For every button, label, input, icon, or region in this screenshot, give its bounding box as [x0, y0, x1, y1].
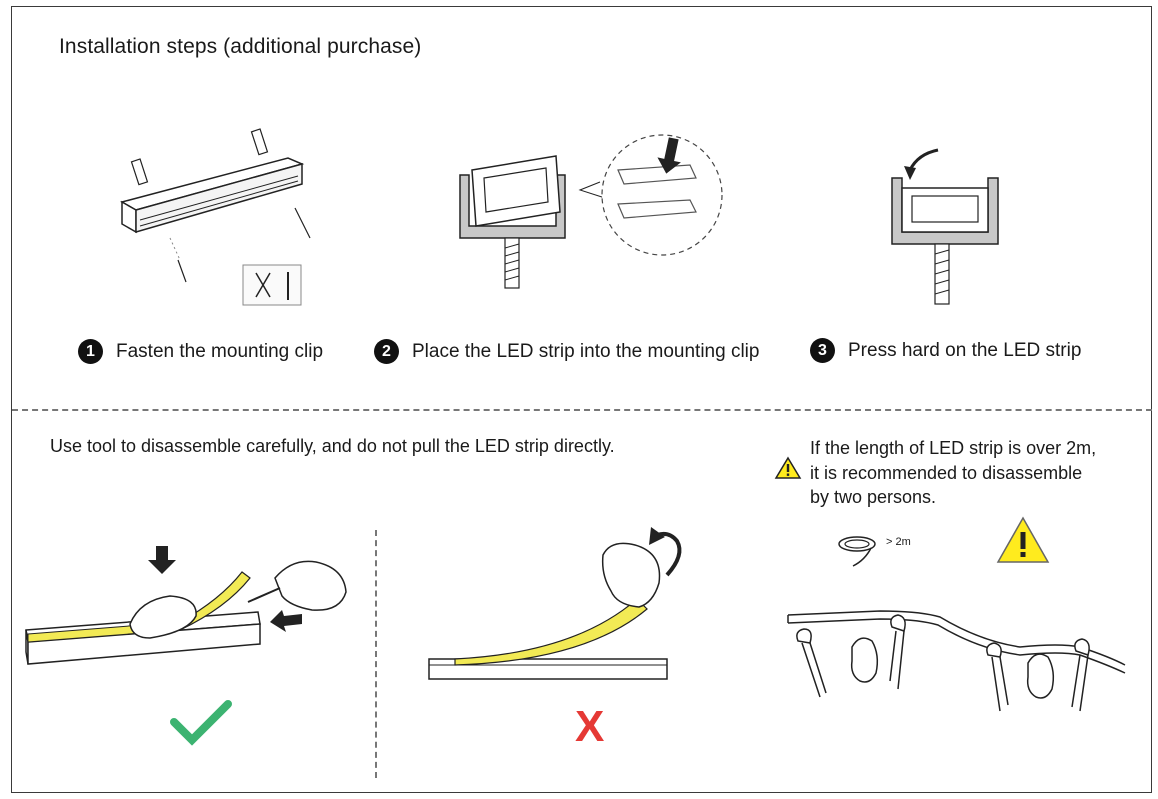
step-number-2: 2: [374, 339, 399, 364]
two-person-note: If the length of LED strip is over 2m, i…: [810, 436, 1096, 510]
caution-icon: [996, 516, 1050, 563]
note-line-3: by two persons.: [810, 487, 937, 507]
wrong-removal-illustration: [428, 527, 682, 680]
note-line-1: If the length of LED strip is over 2m,: [810, 438, 1097, 458]
warning-icon: [774, 456, 802, 479]
clip-insert-illustration: [459, 134, 723, 289]
step-label-1: Fasten the mounting clip: [116, 340, 324, 362]
check-icon: [170, 700, 232, 746]
mounting-clip-illustration: [120, 128, 311, 306]
press-strip-illustration: [891, 148, 999, 305]
disassembly-instruction: Use tool to disassemble carefully, and d…: [50, 436, 615, 456]
step-3: 3 Press hard on the LED strip: [810, 338, 1081, 363]
page-frame: [11, 6, 1152, 793]
note-line-2: it is recommended to disassemble: [810, 462, 1083, 483]
length-label: > 2m: [886, 536, 911, 548]
step-number-1: 1: [78, 339, 103, 364]
step-number-3: 3: [810, 338, 835, 363]
coil-icon: [838, 536, 876, 567]
wrong-mark: X: [575, 702, 605, 751]
two-person-illustration: [787, 610, 1126, 712]
correct-removal-illustration: [25, 546, 347, 665]
step-1: 1 Fasten the mounting clip: [78, 339, 323, 364]
section-divider: [12, 409, 1152, 411]
vertical-divider: [375, 530, 377, 778]
step-label-3: Press hard on the LED strip: [848, 339, 1082, 361]
page-title: Installation steps (additional purchase): [59, 35, 422, 58]
step-2: 2 Place the LED strip into the mounting …: [374, 339, 759, 364]
step-label-2: Place the LED strip into the mounting cl…: [412, 340, 760, 362]
